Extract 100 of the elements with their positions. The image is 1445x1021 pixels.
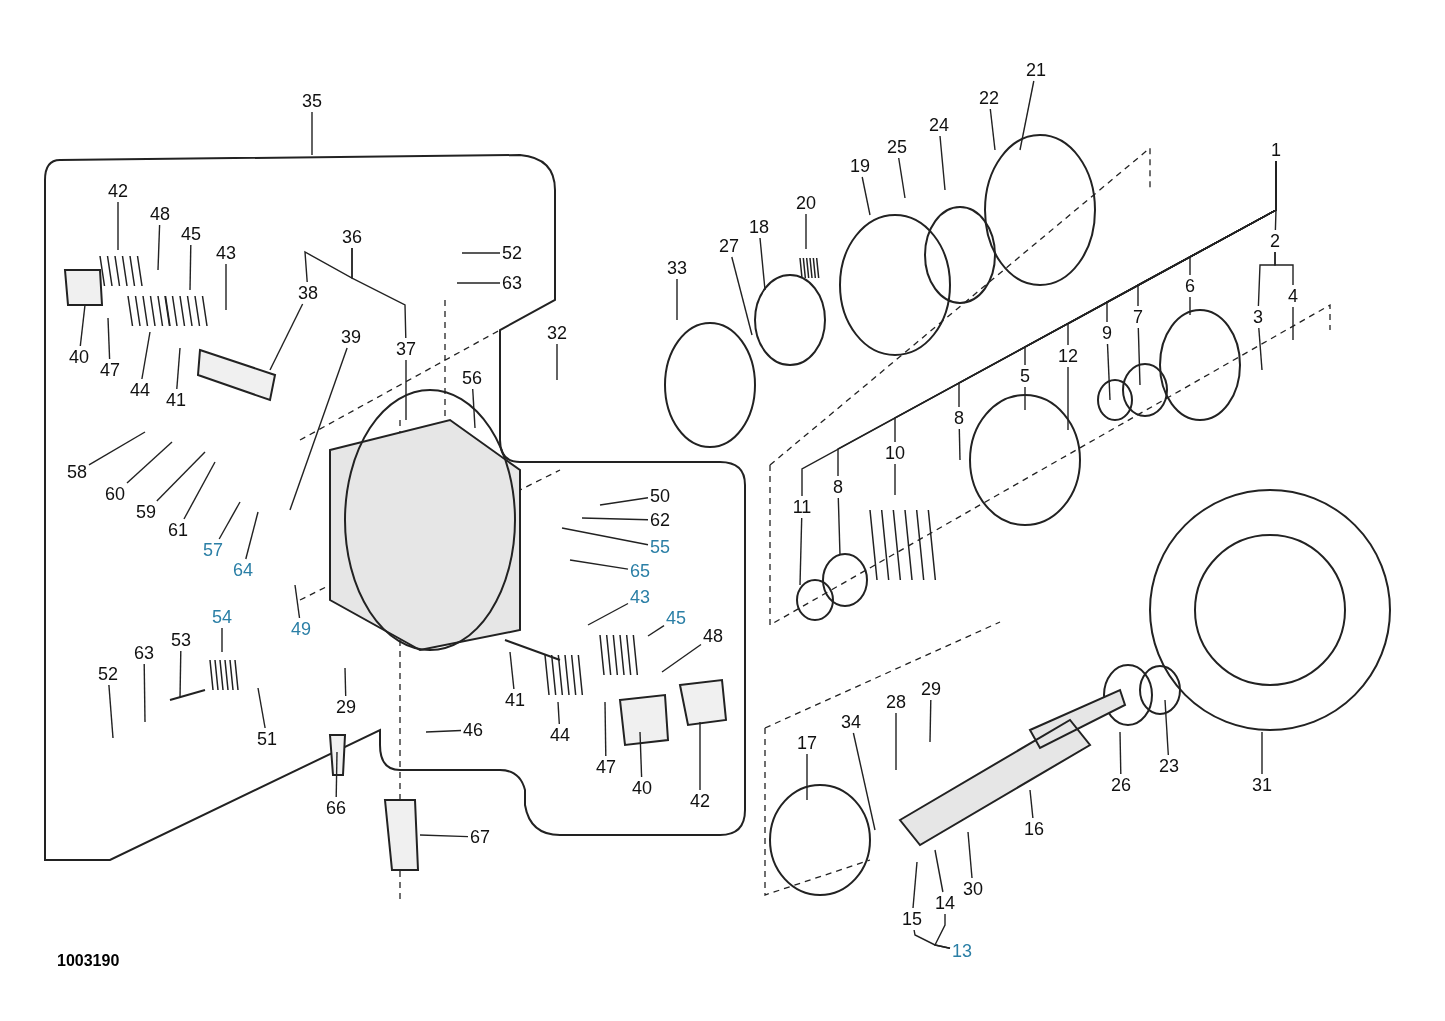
- callout-number: 3: [1253, 308, 1263, 326]
- leader-line: [581, 517, 649, 521]
- leader-line: [425, 729, 462, 733]
- callout-number: 45: [181, 225, 201, 243]
- leader-line: [894, 463, 896, 496]
- callout-number: 18: [749, 218, 769, 236]
- leader-line: [699, 721, 701, 791]
- callout-number: 34: [841, 713, 861, 731]
- leader-line: [289, 347, 348, 511]
- leader-line: [419, 834, 469, 838]
- leader-line: [599, 497, 649, 506]
- callout-number: 38: [298, 284, 318, 302]
- leader-line: [1137, 327, 1141, 386]
- leader-line: [141, 331, 151, 380]
- leader-line: [661, 643, 702, 673]
- callout-number: 4: [1288, 287, 1298, 305]
- callout-number: 35: [302, 92, 322, 110]
- leader-line: [179, 650, 182, 699]
- leader-line: [1019, 80, 1035, 151]
- callout-number: 56: [462, 369, 482, 387]
- leader-line: [335, 751, 338, 798]
- leader-line: [1029, 789, 1034, 819]
- callout-number: 6: [1185, 277, 1195, 295]
- callout-number: 32: [547, 324, 567, 342]
- callout-number: 63: [134, 644, 154, 662]
- leader-line: [933, 913, 951, 949]
- leader-line: [731, 256, 753, 336]
- leader-line: [556, 343, 558, 381]
- callout-number: 63: [502, 274, 522, 292]
- leader-line: [929, 699, 932, 743]
- callout-number: 36: [342, 228, 362, 246]
- callout-number: 20: [796, 194, 816, 212]
- callout-number: 42: [690, 792, 710, 810]
- callout-number: 58: [67, 463, 87, 481]
- callout-number: 25: [887, 138, 907, 156]
- callout-number: 48: [150, 205, 170, 223]
- callout-number: 24: [929, 116, 949, 134]
- leader-line: [861, 176, 871, 216]
- leader-line: [1261, 731, 1263, 775]
- leader-line: [587, 602, 629, 626]
- callout-number: 59: [136, 503, 156, 521]
- callout-number: 9: [1102, 324, 1112, 342]
- leader-line: [967, 831, 973, 879]
- leader-line: [344, 667, 347, 697]
- callout-number: 51: [257, 730, 277, 748]
- callout-number: 29: [921, 680, 941, 698]
- callout-number: 52: [502, 244, 522, 262]
- callout-number: 44: [550, 726, 570, 744]
- leader-line: [218, 501, 241, 540]
- leader-line: [561, 527, 649, 546]
- leader-line: [569, 559, 629, 570]
- callout-number: 45: [666, 609, 686, 627]
- callout-number: 22: [979, 89, 999, 107]
- leader-line: [557, 701, 560, 725]
- callout-number: 44: [130, 381, 150, 399]
- leader-line: [1024, 386, 1026, 411]
- leader-line: [799, 517, 803, 586]
- leader-line: [245, 511, 259, 560]
- callout-number: 17: [797, 734, 817, 752]
- callout-number: 62: [650, 511, 670, 529]
- callout-number: 54: [212, 608, 232, 626]
- callout-number: 43: [216, 244, 236, 262]
- callout-number: 27: [719, 237, 739, 255]
- leader-line: [221, 627, 223, 653]
- leader-line: [461, 252, 501, 254]
- callout-number: 37: [396, 340, 416, 358]
- leader-line: [895, 712, 897, 771]
- callout-number: 19: [850, 157, 870, 175]
- callout-number: 23: [1159, 757, 1179, 775]
- callout-number: 33: [667, 259, 687, 277]
- callout-number: 67: [470, 828, 490, 846]
- leader-line: [939, 135, 946, 191]
- leader-line: [1274, 251, 1294, 286]
- leader-line: [852, 732, 876, 831]
- callout-number: 50: [650, 487, 670, 505]
- callout-number: 46: [463, 721, 483, 739]
- callout-number: 11: [792, 498, 812, 516]
- leader-line: [189, 244, 192, 291]
- leader-line: [79, 304, 86, 347]
- callout-number: 7: [1133, 308, 1143, 326]
- leader-line: [1189, 296, 1191, 316]
- leader-line: [759, 237, 766, 291]
- callout-number: 14: [935, 894, 955, 912]
- callout-number: 66: [326, 799, 346, 817]
- callout-number: 41: [166, 391, 186, 409]
- leader-line: [898, 157, 906, 199]
- leader-line: [1258, 327, 1263, 371]
- callout-number: 64: [233, 561, 253, 579]
- callout-number: 31: [1252, 776, 1272, 794]
- callout-number: 52: [98, 665, 118, 683]
- callout-number: 10: [885, 444, 905, 462]
- drawing-number: 1003190: [57, 952, 120, 970]
- leader-line: [805, 213, 807, 250]
- leader-line: [1119, 731, 1122, 775]
- leader-line: [117, 201, 119, 251]
- leader-line: [269, 303, 304, 371]
- leader-line: [639, 731, 643, 778]
- leader-line: [405, 359, 407, 421]
- leader-line: [806, 753, 808, 801]
- leader-line: [1067, 366, 1069, 431]
